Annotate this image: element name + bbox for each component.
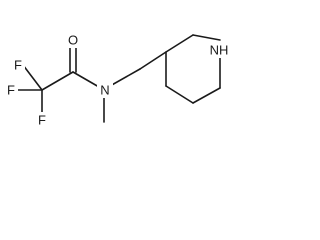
bond-ring-c6-c5	[192, 87, 221, 104]
atom-amide-nitrogen: N	[100, 83, 109, 98]
bond-cf3-carbonyl	[41, 71, 74, 91]
atom-oxygen: O	[68, 33, 78, 48]
label-bg-f3	[35, 112, 49, 128]
bond-nitrogen-ring	[109, 68, 141, 87]
bond-ring-c3-c2	[165, 34, 194, 53]
label-bg-n	[97, 82, 113, 98]
bond-ring-c2-n1	[192, 34, 221, 41]
label-bg-f2	[4, 82, 18, 98]
atom-labels: F F F O N NH	[4, 32, 232, 128]
atom-ring-nitrogen: NH	[210, 43, 229, 58]
bond-cf3-f1	[22, 64, 43, 91]
atom-fluorine-1: F	[14, 58, 22, 73]
label-bg-o	[66, 32, 82, 48]
structure-diagram: F F F O N NH	[4, 32, 232, 128]
atom-fluorine-3: F	[38, 113, 46, 128]
label-bg-nh	[208, 42, 232, 58]
bond-carbonyl-nitrogen	[72, 71, 100, 88]
bonds	[16, 34, 221, 123]
bond-ring-c5-c4	[165, 85, 194, 104]
bond-ring-c4-c3	[139, 51, 167, 70]
atom-fluorine-2: F	[7, 83, 15, 98]
label-bg-f1	[11, 57, 25, 73]
